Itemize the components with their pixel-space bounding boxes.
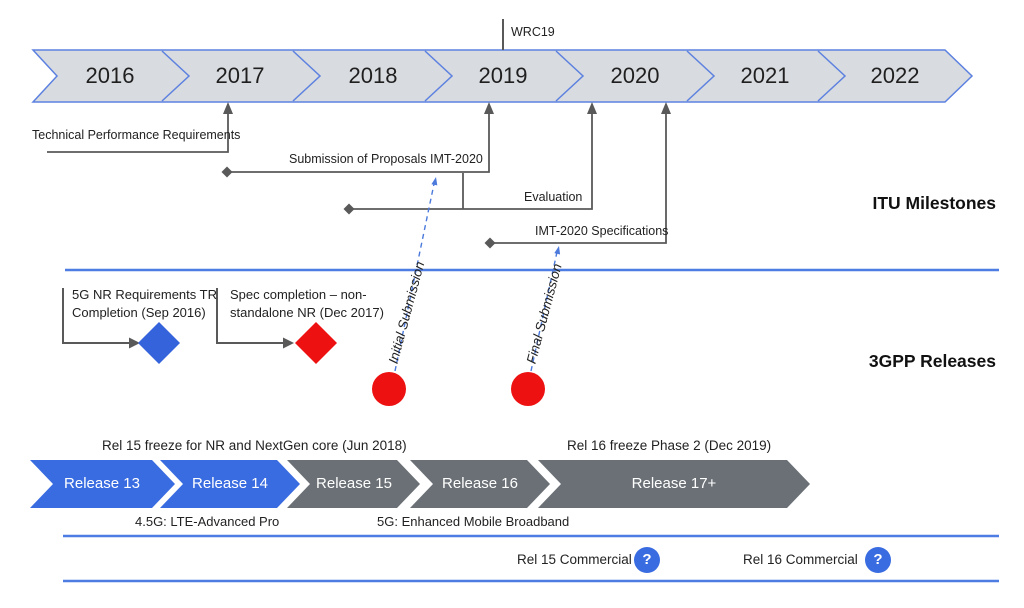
rel16-commercial-label: Rel 16 Commercial <box>743 552 858 567</box>
rel16-freeze-note: Rel 16 freeze Phase 2 (Dec 2019) <box>567 438 772 453</box>
release-15-arrow <box>287 460 420 508</box>
release-14-label: Release 14 <box>192 475 268 492</box>
gpp-section-label: 3GPP Releases <box>868 351 996 371</box>
release-15-label: Release 15 <box>316 475 392 492</box>
dashed-arrowheads <box>431 177 561 255</box>
year-band <box>31 49 974 103</box>
diamond-bullet <box>343 203 355 215</box>
year-2017: 2017 <box>215 63 265 88</box>
milestone-technical-performance: Technical Performance Requirements <box>32 128 241 142</box>
gpp-connectors <box>62 288 284 344</box>
milestone-submission-proposals: Submission of Proposals IMT-2020 <box>289 152 483 166</box>
release-16-label: Release 16 <box>442 475 518 492</box>
diamond-bullet <box>221 166 233 178</box>
milestone-evaluation: Evaluation <box>524 190 583 204</box>
spec-completion-note: Spec completion – non-standalone NR (Dec… <box>230 287 384 320</box>
year-2020: 2020 <box>610 63 660 88</box>
rel15-question-mark: ? <box>642 551 652 568</box>
year-2021: 2021 <box>740 63 790 88</box>
dashed-submission-lines <box>394 183 558 372</box>
release-17-label: Release 17+ <box>631 475 717 492</box>
rel15-question-circle <box>634 547 660 573</box>
milestone-arrowheads <box>221 102 671 249</box>
rel15-commercial-label: Rel 15 Commercial <box>517 552 632 567</box>
blue-diamond-nr-requirements <box>138 322 180 364</box>
lte-advanced-pro-label: 4.5G: LTE-Advanced Pro <box>135 514 280 529</box>
year-2016: 2016 <box>85 63 135 88</box>
nr-requirements-note: 5G NR Requirements TR Completion (Sep 20… <box>72 287 217 320</box>
release-13-label: Release 13 <box>64 475 140 492</box>
rel16-question-circle <box>865 547 891 573</box>
embb-label: 5G: Enhanced Mobile Broadband <box>377 514 570 529</box>
final-submission-circle <box>511 372 545 406</box>
itu-section-label: ITU Milestones <box>872 193 997 213</box>
milestone-imt2020-specifications: IMT-2020 Specifications <box>535 224 669 238</box>
red-diamond-spec-completion <box>295 322 337 364</box>
initial-submission-circle <box>372 372 406 406</box>
release-14-arrow <box>160 460 300 508</box>
rel15-freeze-note: Rel 15 freeze for NR and NextGen core (J… <box>102 438 407 453</box>
release-17-arrow <box>538 460 810 508</box>
year-2018: 2018 <box>348 63 398 88</box>
milestone-connectors <box>47 109 667 244</box>
release-16-arrow <box>410 460 550 508</box>
year-separator-chevrons <box>161 50 847 102</box>
release-13-arrow <box>30 460 175 508</box>
gpp-arrowheads <box>129 337 294 349</box>
year-2019: 2019 <box>478 63 528 88</box>
diamond-bullet <box>484 237 496 249</box>
wrc19-label: WRC19 <box>511 25 555 39</box>
rel16-question-mark: ? <box>873 551 883 568</box>
year-2022: 2022 <box>870 63 920 88</box>
